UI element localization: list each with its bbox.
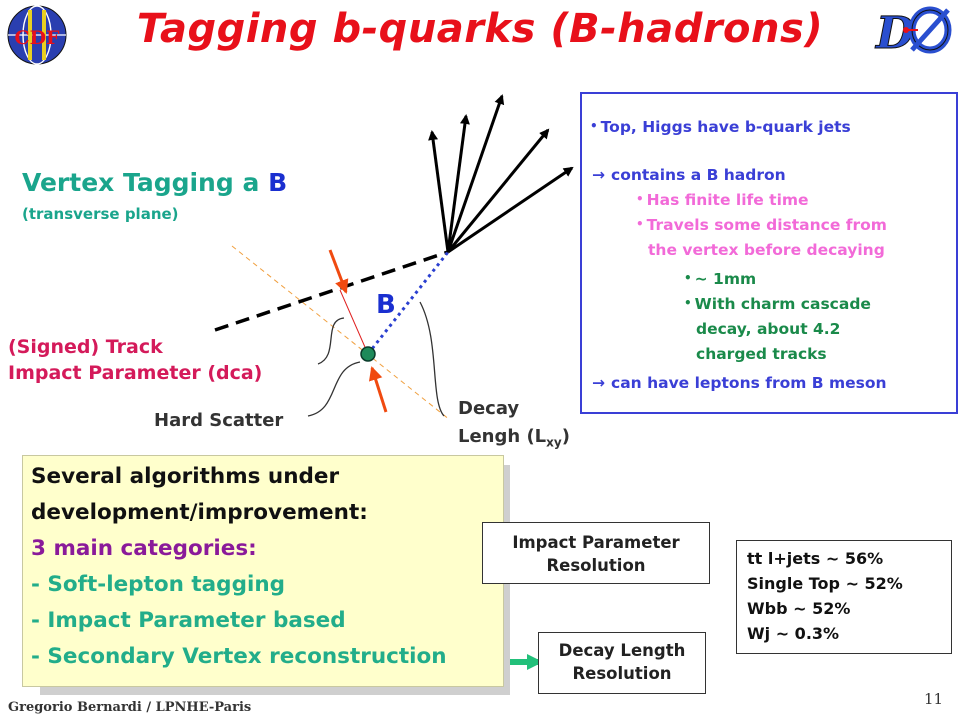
ip-resolution-line1: Impact Parameter (512, 533, 680, 552)
impact-arrow-bottom (368, 366, 388, 413)
footer-author: Gregorio Bernardi / LPNHE-Paris (8, 700, 252, 715)
jet-track-4 (446, 128, 550, 253)
dl-resolution-line2: Resolution (572, 664, 672, 683)
svg-text:CDF: CDF (14, 27, 60, 49)
impact-parameter-line (339, 289, 369, 355)
algo-line-3: 3 main categories: (31, 536, 257, 561)
decay-length-resolution-box: Decay Length Resolution (538, 632, 706, 694)
decay-label-line2: Lengh (Lxy) (458, 426, 570, 450)
info-line-4: •Travels some distance from (636, 216, 887, 234)
efficiency-stats-box: tt l+jets ~ 56% Single Top ~ 52% Wbb ~ 5… (736, 540, 952, 654)
jet-track-2 (446, 114, 470, 253)
info-box: •Top, Higgs have b-quark jets →contains … (580, 92, 958, 414)
impact-parameter-resolution-box: Impact Parameter Resolution (482, 522, 710, 584)
stats-line-2: Single Top ~ 52% (747, 574, 903, 593)
vertex-tagging-heading: Vertex Tagging a B (22, 168, 287, 197)
info-line-6: •~ 1mm (684, 270, 757, 288)
vertex-tagging-b: B (268, 168, 288, 197)
reference-dashed-line (231, 245, 451, 421)
jet-track-1 (428, 130, 450, 253)
decay-length-line (366, 251, 450, 355)
info-line-7: •With charm cascade (684, 295, 871, 313)
algorithms-box: Several algorithms under development/imp… (22, 455, 504, 687)
track-label-leader (317, 317, 345, 365)
stats-line-4: Wj ~ 0.3% (747, 624, 840, 643)
info-line-2: →contains a B hadron (592, 166, 786, 184)
algo-line-6: - Secondary Vertex reconstruction (31, 644, 447, 669)
b-hadron-label: B (376, 290, 396, 320)
vertex-tagging-prefix: Vertex Tagging a (22, 168, 260, 197)
d0-logo: D (874, 6, 952, 56)
hard-scatter-label: Hard Scatter (154, 410, 284, 431)
info-line-1: •Top, Higgs have b-quark jets (590, 118, 851, 136)
decay-leader (419, 301, 445, 417)
track-label-line2: Impact Parameter (dca) (8, 362, 263, 384)
info-line-5: the vertex before decaying (648, 241, 885, 259)
info-line-10: →can have leptons from B meson (592, 374, 887, 392)
page-title: Tagging b-quarks (B-hadrons) (136, 6, 824, 52)
dl-resolution-line1: Decay Length (558, 641, 686, 660)
vertex-tagging-subtitle: (transverse plane) (22, 205, 179, 223)
ip-resolution-line2: Resolution (546, 556, 646, 575)
track-dashed-line (214, 250, 449, 332)
algo-line-1: Several algorithms under (31, 464, 340, 489)
jet-track-3 (446, 94, 505, 253)
page-number: 11 (924, 690, 944, 708)
info-line-3: •Has finite life time (636, 191, 809, 209)
info-line-9: charged tracks (696, 345, 827, 363)
cdf-logo: CDF (7, 5, 67, 65)
primary-vertex (360, 346, 376, 362)
hard-scatter-leader (307, 361, 361, 417)
info-line-8: decay, about 4.2 (696, 320, 841, 338)
stats-line-1: tt l+jets ~ 56% (747, 549, 884, 568)
stats-line-3: Wbb ~ 52% (747, 599, 851, 618)
algo-line-4: - Soft-lepton tagging (31, 572, 286, 597)
jet-track-5 (447, 166, 574, 254)
impact-arrow-top (328, 249, 349, 294)
algo-line-2: development/improvement: (31, 500, 368, 525)
algo-line-5: - Impact Parameter based (31, 608, 346, 633)
decay-label-line1: Decay (458, 398, 520, 419)
track-label-line1: (Signed) Track (8, 336, 163, 358)
